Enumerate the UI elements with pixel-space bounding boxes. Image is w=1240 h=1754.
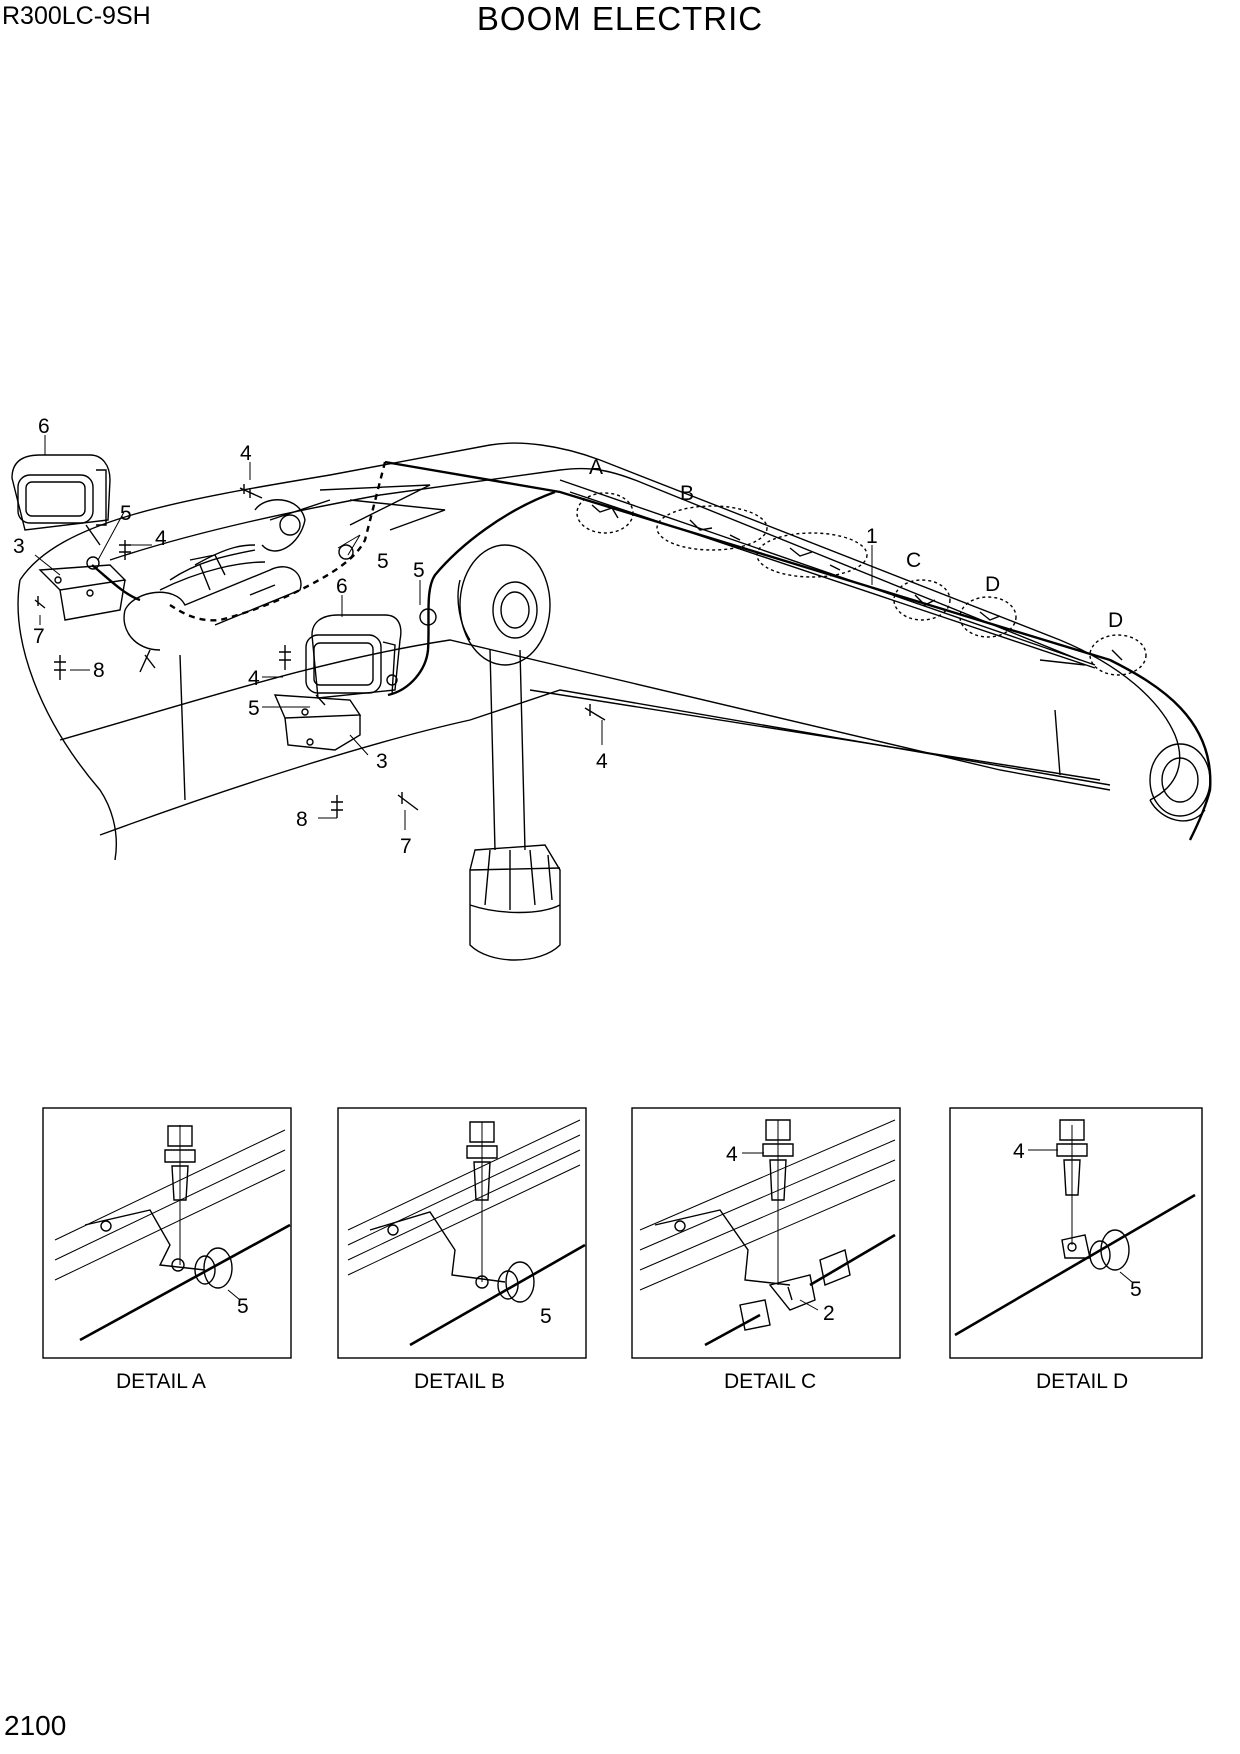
callout-detail-a: A xyxy=(589,456,603,479)
callout-3a: 3 xyxy=(13,535,25,558)
left-mechanism xyxy=(123,499,306,673)
boom-structure xyxy=(17,442,1211,861)
callout-detail-c: C xyxy=(906,549,921,572)
detail-d-callout-5: 5 xyxy=(1130,1278,1142,1301)
wire-harness xyxy=(91,460,1212,841)
detail-d-caption: DETAIL D xyxy=(1036,1370,1128,1393)
callout-detail-d2: D xyxy=(1108,609,1123,632)
boom-cylinder xyxy=(457,544,561,961)
detail-c-caption: DETAIL C xyxy=(724,1370,816,1393)
callout-4c: 4 xyxy=(248,667,260,690)
callout-6a: 6 xyxy=(38,415,50,438)
callout-3b: 3 xyxy=(376,750,388,773)
detail-d-callout-4: 4 xyxy=(1013,1140,1025,1163)
callout-4a: 4 xyxy=(240,442,252,465)
callout-6b: 6 xyxy=(336,575,348,598)
detail-a-callout: 5 xyxy=(237,1295,249,1318)
detail-a-caption: DETAIL A xyxy=(116,1370,206,1393)
detail-c-callout-4: 4 xyxy=(726,1143,738,1166)
page-title: BOOM ELECTRIC xyxy=(476,0,764,37)
harness-clips xyxy=(338,504,1123,661)
model-number: R300LC-9SH xyxy=(2,2,151,30)
detail-b-caption: DETAIL B xyxy=(414,1370,505,1393)
callout-detail-b: B xyxy=(680,482,694,505)
callout-1: 1 xyxy=(866,525,878,548)
callout-4d: 4 xyxy=(596,750,608,773)
callout-7b: 7 xyxy=(400,835,412,858)
callout-5b: 5 xyxy=(377,550,389,573)
detail-b: 5 DETAIL B xyxy=(337,1107,587,1393)
detail-b-callout: 5 xyxy=(540,1305,552,1328)
work-lamp-left xyxy=(11,454,111,570)
callout-4b: 4 xyxy=(155,527,167,550)
callout-5d: 5 xyxy=(248,697,260,720)
lamp-bracket-left xyxy=(38,564,127,621)
callout-8b: 8 xyxy=(296,808,308,831)
detail-d: 4 5 DETAIL D xyxy=(949,1107,1203,1393)
callout-8a: 8 xyxy=(93,659,105,682)
bolts xyxy=(34,484,606,818)
detail-c-callout-2: 2 xyxy=(823,1302,835,1325)
callout-5c: 5 xyxy=(413,559,425,582)
callout-7a: 7 xyxy=(33,625,45,648)
leader-lines xyxy=(34,435,873,830)
main-callout-labels: 6 4 5 3 4 5 7 8 6 5 4 5 3 4 8 7 1 A B C … xyxy=(13,415,1123,858)
lamp-bracket-center xyxy=(273,694,362,751)
work-lamp-center xyxy=(305,614,402,706)
detail-markers xyxy=(576,492,1147,676)
page-number: 2100 xyxy=(4,1710,67,1741)
callout-detail-d1: D xyxy=(985,573,1000,596)
detail-c: 4 2 DETAIL C xyxy=(631,1107,901,1393)
detail-a: 5 DETAIL A xyxy=(42,1107,292,1393)
callout-5a: 5 xyxy=(120,502,132,525)
